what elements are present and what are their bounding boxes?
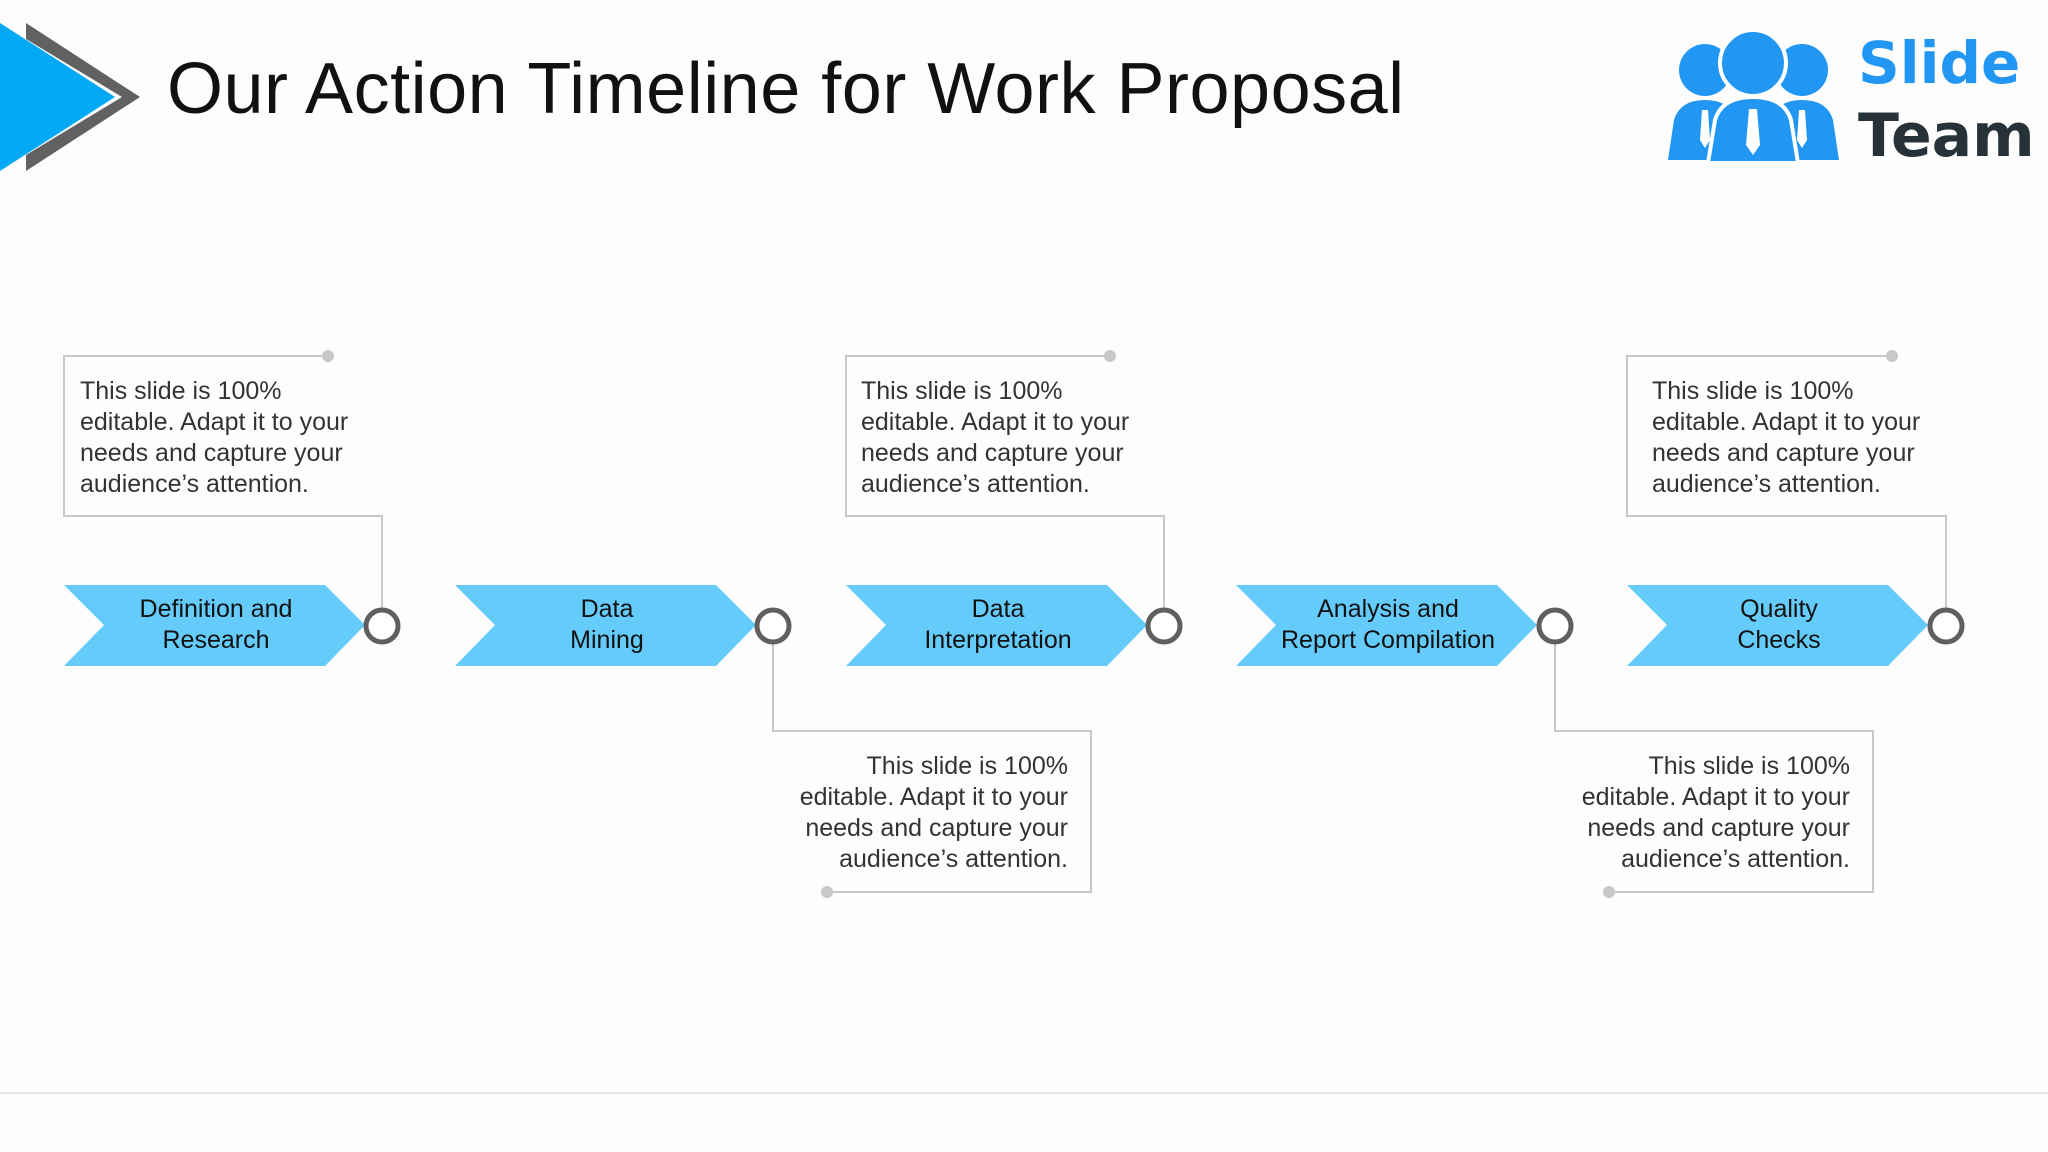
page-title: Our Action Timeline for Work Proposal xyxy=(167,49,1405,129)
connector-line xyxy=(63,355,383,608)
step-chevron xyxy=(846,585,1147,666)
connector-dot xyxy=(1104,350,1116,362)
connector-dot xyxy=(821,886,833,898)
connector-line xyxy=(1626,355,1947,608)
step-chevron xyxy=(455,585,756,666)
connector-line xyxy=(1554,644,1874,893)
connector-dot xyxy=(1886,350,1898,362)
step-label-analysis-report: Analysis and Report Compilation xyxy=(1281,595,1495,654)
step-label-definition-research: Definition and Research xyxy=(139,595,293,654)
connector-dot xyxy=(1603,886,1615,898)
timeline-node xyxy=(754,607,792,645)
step-label-quality-checks: Quality Checks xyxy=(1737,595,1821,654)
connector-dot xyxy=(322,350,334,362)
description-text: This slide is 100% editable. Adapt it to… xyxy=(861,377,1130,498)
timeline-node xyxy=(363,607,401,645)
description-text: This slide is 100% editable. Adapt it to… xyxy=(799,752,1068,873)
footer-divider xyxy=(0,1092,2048,1094)
team-people-icon xyxy=(1668,28,1839,165)
step-chevron xyxy=(64,585,365,666)
step-chevron xyxy=(1627,585,1928,666)
logo-text-team: Team xyxy=(1858,101,2035,171)
step-label-data-interpretation: Data Interpretation xyxy=(924,595,1072,654)
description-text: This slide is 100% editable. Adapt it to… xyxy=(1652,377,1921,498)
logo-text-slide: Slide xyxy=(1858,29,2021,97)
corner-arrow-icon xyxy=(0,23,140,171)
step-chevron xyxy=(1236,585,1537,666)
timeline-node xyxy=(1145,607,1183,645)
description-text: This slide is 100% editable. Adapt it to… xyxy=(80,377,349,498)
connector-line xyxy=(772,644,1092,893)
step-label-data-mining: Data Mining xyxy=(570,595,644,654)
timeline-node xyxy=(1536,607,1574,645)
logo: Slide Team xyxy=(1660,25,2035,175)
connector-line xyxy=(845,355,1165,608)
description-text: This slide is 100% editable. Adapt it to… xyxy=(1581,752,1850,873)
timeline-node xyxy=(1927,607,1965,645)
